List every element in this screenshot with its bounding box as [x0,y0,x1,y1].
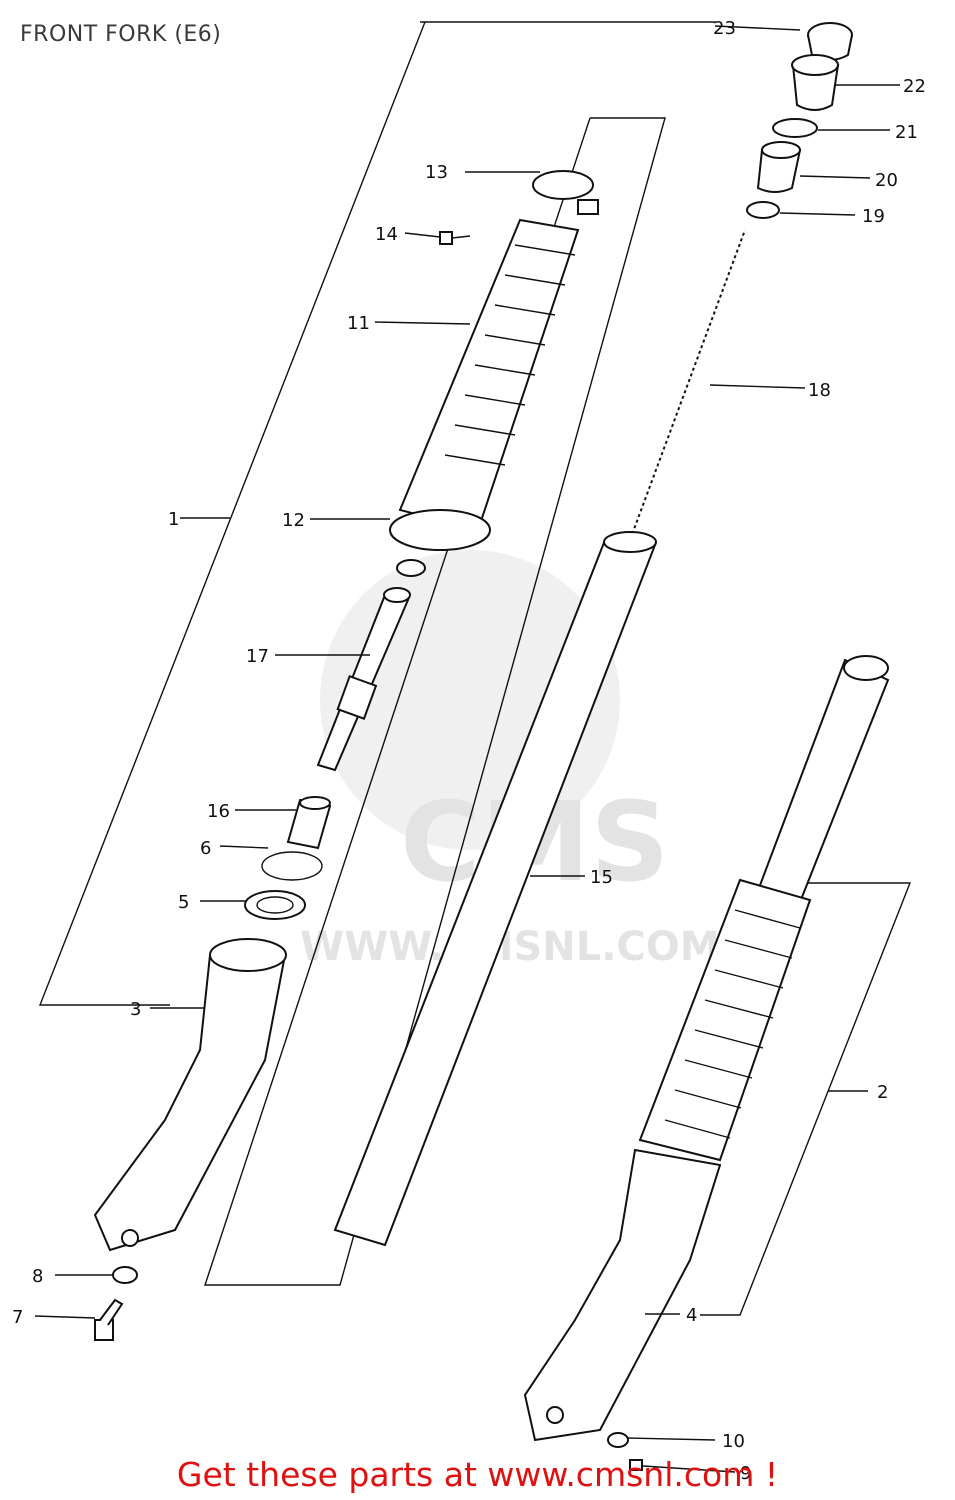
callout-5: 5 [178,892,189,913]
part-21-oring [772,118,818,138]
part-14-screw [439,231,471,245]
part-13-clamp [532,170,599,215]
callout-18: 18 [808,380,831,401]
part-23-cap [807,22,853,61]
part-11-dust-boot [398,218,580,532]
part-22-plug [791,54,840,111]
assembly-bracket-2 [700,882,912,1316]
callout-20: 20 [875,170,898,191]
part-19-washer [746,201,780,219]
callout-22: 22 [903,76,926,97]
part-10-washer [607,1432,629,1448]
part-9-bolt [629,1459,643,1471]
callout-21: 21 [895,122,918,143]
part-5-oil-seal [244,890,306,920]
part-17-damper-rod [316,587,411,772]
callout-12: 12 [282,510,305,531]
callout-11: 11 [347,313,370,334]
callout-1: 1 [168,509,179,530]
part-18-spring [626,228,749,542]
footer-link-text[interactable]: Get these parts at www.cmsnl.com ! [176,1455,779,1494]
callout-8: 8 [32,1266,43,1287]
callout-14: 14 [375,224,398,245]
part-20-spacer [756,141,802,193]
assembly-bracket-15 [204,117,666,1286]
part-6-circlip [261,851,323,881]
callout-23: 23 [713,18,736,39]
callout-15: 15 [590,867,613,888]
callout-6: 6 [200,838,211,859]
callout-16: 16 [207,801,230,822]
watermark-url: WWW.CMSNL.COM [300,924,720,970]
callout-10: 10 [722,1431,745,1452]
part-2-fork-assembly [523,655,890,1442]
callout-4: 4 [686,1305,697,1326]
part-7-bolt [94,1298,124,1341]
callout-2: 2 [877,1082,888,1103]
part-15-inner-tube [333,531,657,1247]
part-17-ring [396,559,426,577]
callout-3: 3 [130,999,141,1020]
part-8-washer [112,1266,138,1284]
callout-labels: 23 22 21 20 19 18 13 14 11 12 1 17 16 6 … [12,18,926,1484]
assembly-bracket-1 [38,21,426,1006]
part-3-outer-tube [93,938,287,1252]
callout-9: 9 [740,1463,751,1484]
part-12-clamp [389,509,491,551]
callout-13: 13 [425,162,448,183]
part-16-oil-lock [286,796,332,850]
leader-lines [34,25,900,1473]
callout-19: 19 [862,206,885,227]
callout-17: 17 [246,646,269,667]
callout-7: 7 [12,1307,23,1328]
page-title: FRONT FORK (E6) [20,22,222,47]
